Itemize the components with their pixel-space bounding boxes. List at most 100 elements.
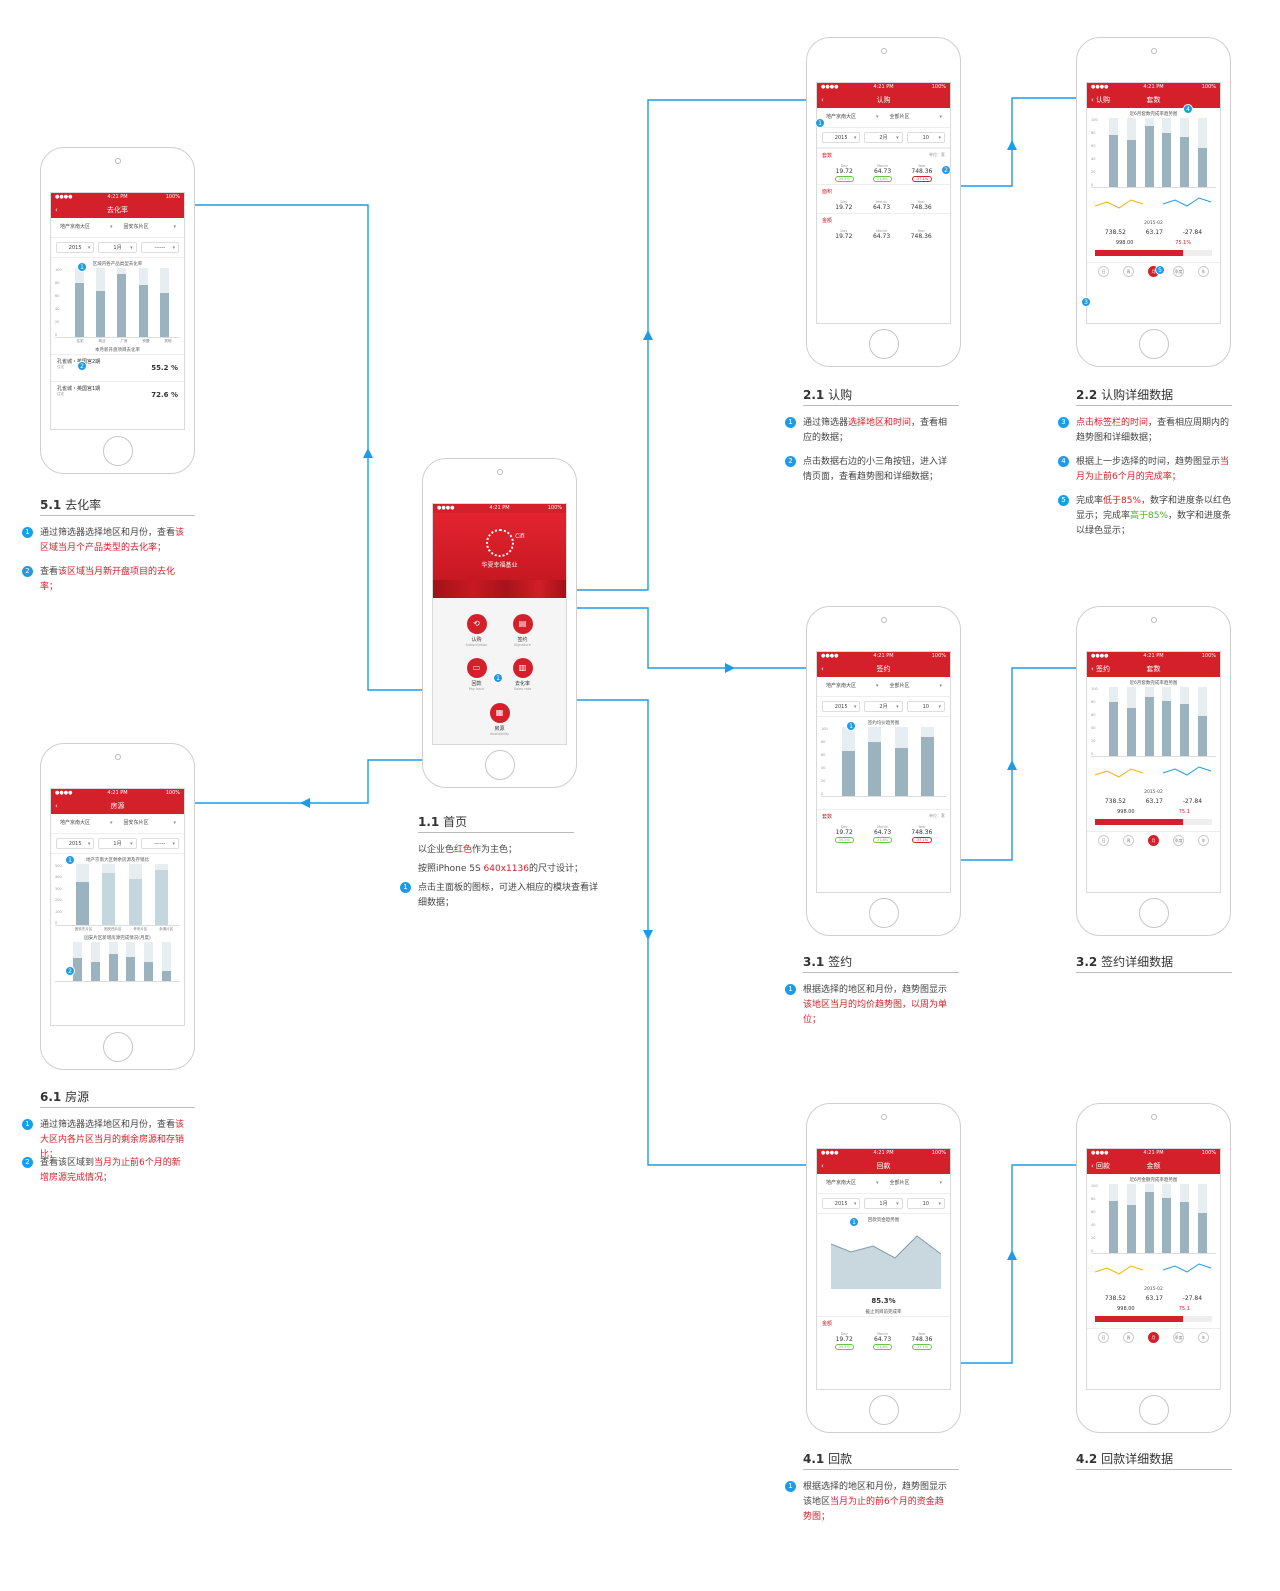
tab-quarter[interactable]: 季度	[1173, 835, 1184, 846]
tab-year[interactable]: 年	[1198, 266, 1209, 277]
back-button[interactable]: ‹ 回款	[1091, 1162, 1111, 1170]
day-select[interactable]: 10	[906, 701, 945, 713]
date-filter: 2015 2月 10	[817, 128, 950, 148]
month-select[interactable]: 1月	[864, 1198, 903, 1210]
bar	[1144, 118, 1154, 187]
bar	[90, 942, 100, 981]
tab-month[interactable]: 月	[1148, 835, 1159, 846]
month-select[interactable]: 1月	[98, 838, 137, 850]
tab-year[interactable]: 年	[1198, 835, 1209, 846]
day-select[interactable]: 10	[906, 1198, 945, 1210]
day-select[interactable]: 10	[906, 132, 945, 144]
back-icon[interactable]: ‹	[55, 206, 58, 214]
year-select[interactable]: 2015	[822, 1198, 861, 1210]
region-select[interactable]: 地产京南大区	[822, 1178, 882, 1189]
region-select[interactable]: 地产京南大区	[56, 818, 116, 829]
region-filter: 地产京南大区 固安东片区	[51, 814, 184, 834]
subregion-select[interactable]: 固安东片区	[120, 818, 180, 829]
back-icon[interactable]: ‹	[821, 665, 824, 673]
nav-bar: ‹回款	[817, 1158, 950, 1174]
tab-day[interactable]: 日	[1098, 835, 1109, 846]
tab-year[interactable]: 年	[1198, 1332, 1209, 1343]
back-button[interactable]: ‹ 认购	[1091, 96, 1111, 104]
bar	[1179, 687, 1189, 756]
month-select[interactable]: 2月	[864, 132, 903, 144]
bar	[1179, 118, 1189, 187]
nav-bar: ‹ 回款金额	[1087, 1158, 1220, 1174]
blank-select[interactable]: ------	[140, 242, 179, 254]
caption-1-1: 1.1 首页	[418, 815, 468, 829]
tab-week[interactable]: 周	[1123, 835, 1134, 846]
region-filter: 地产京南大区 固安东片区	[51, 218, 184, 238]
month-select[interactable]: 1月	[98, 242, 137, 254]
tab-week[interactable]: 周	[1123, 266, 1134, 277]
project-row[interactable]: 孔雀城・英国宫2期住宅 55.2 %	[51, 354, 184, 381]
bar	[1126, 1184, 1136, 1253]
tab-day[interactable]: 日	[1098, 266, 1109, 277]
project-row[interactable]: 孔雀城・英国宫1期住宅 72.6 %	[51, 381, 184, 408]
tab-quarter[interactable]: 季度	[1173, 1332, 1184, 1343]
caption-5-1: 5.1 去化率	[40, 498, 102, 512]
progress-bar	[1095, 1316, 1212, 1322]
period-label: 2015-02	[1144, 790, 1163, 795]
chart-title: 近6月套数完成率趋势图	[1129, 681, 1178, 686]
blank-select[interactable]: ------	[140, 838, 179, 850]
subregion-select[interactable]: 全部片区	[886, 112, 946, 123]
tab-quarter[interactable]: 季度	[1173, 266, 1184, 277]
marker-1: 1	[65, 855, 75, 865]
region-select[interactable]: 地产京南大区	[56, 222, 116, 233]
year-select[interactable]: 2015	[822, 701, 861, 713]
home-button	[102, 1032, 133, 1062]
bar	[159, 268, 169, 337]
year-select[interactable]: 2015	[822, 132, 861, 144]
bar	[96, 268, 106, 337]
tab-week[interactable]: 周	[1123, 1332, 1134, 1343]
region-select[interactable]: 地产京南大区	[822, 681, 882, 692]
back-button[interactable]: ‹ 签约	[1091, 665, 1111, 673]
bar-chart-2	[55, 942, 180, 982]
bar	[138, 268, 148, 337]
tab-day[interactable]: 日	[1098, 1332, 1109, 1343]
year-select[interactable]: 2015	[56, 838, 95, 850]
chart-title: 近6月金额完成率趋势图	[1129, 1178, 1178, 1183]
region-select[interactable]: 地产京南大区	[822, 112, 882, 123]
bar	[1179, 1184, 1189, 1253]
skyline-image	[433, 580, 566, 598]
page-title: 套数	[1146, 96, 1161, 104]
back-icon[interactable]: ‹	[821, 1162, 824, 1170]
trend-lines	[1087, 188, 1220, 218]
subregion-select[interactable]: 全部片区	[886, 1178, 946, 1189]
year-select[interactable]: 2015	[56, 242, 95, 254]
month-select[interactable]: 2月	[864, 701, 903, 713]
back-icon[interactable]: ‹	[55, 802, 58, 810]
subregion-select[interactable]: 固安东片区	[120, 222, 180, 233]
tab-month[interactable]: 月	[1148, 1332, 1159, 1343]
subregion-select[interactable]: 全部片区	[886, 681, 946, 692]
subscription-icon: ⟲	[466, 614, 487, 634]
back-icon[interactable]: ‹	[821, 96, 824, 104]
speaker	[1150, 48, 1157, 54]
home-button	[484, 750, 515, 780]
